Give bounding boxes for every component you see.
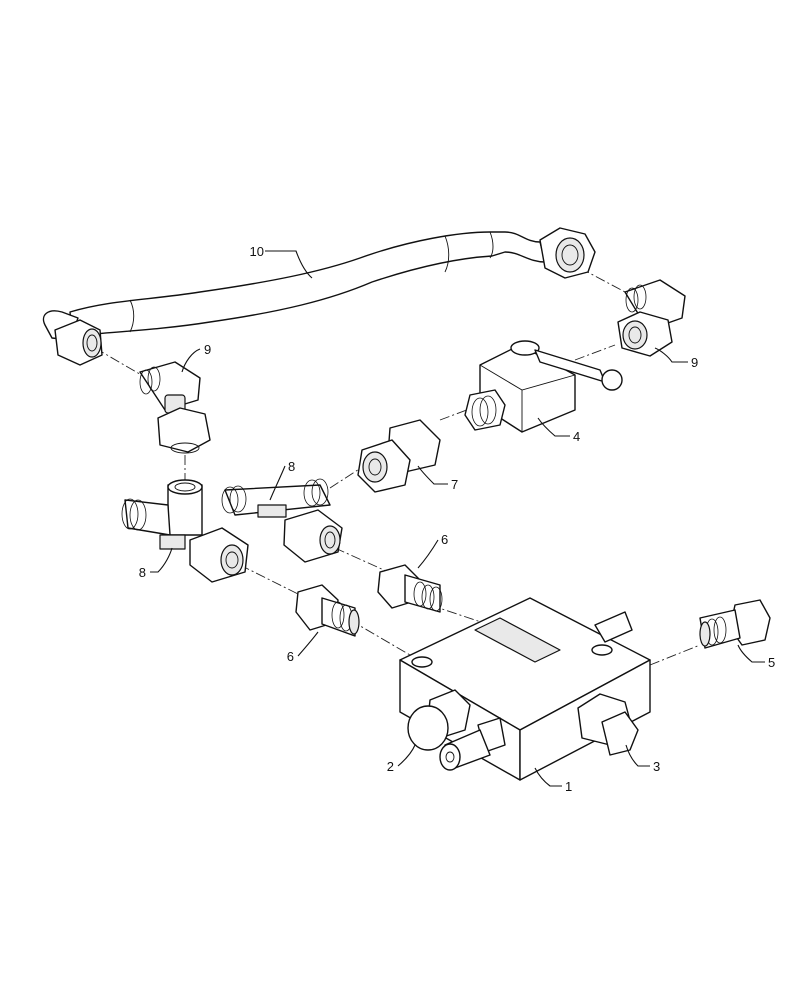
adapter-lower <box>295 584 360 637</box>
tee-fitting-center <box>221 478 343 563</box>
leader-lines <box>150 250 765 787</box>
elbow-fitting-left <box>139 361 211 454</box>
callout-2: 2 <box>387 759 394 774</box>
valve-block <box>399 597 651 781</box>
callout-labels: 10 9 9 4 7 8 8 6 6 5 2 3 1 <box>139 244 775 794</box>
callout-8-left: 8 <box>139 565 146 580</box>
callout-4: 4 <box>573 429 580 444</box>
ball-valve <box>464 340 623 433</box>
callout-5: 5 <box>768 655 775 670</box>
callout-1: 1 <box>565 779 572 794</box>
callout-9-left: 9 <box>204 342 211 357</box>
callout-3: 3 <box>653 759 660 774</box>
callout-6-lower: 6 <box>287 649 294 664</box>
adapter-right <box>699 599 771 649</box>
callout-10: 10 <box>250 244 264 259</box>
elbow-fitting-right <box>617 279 686 357</box>
callout-6-upper: 6 <box>441 532 448 547</box>
callout-9-right: 9 <box>691 355 698 370</box>
hose-assembly <box>42 227 596 366</box>
straight-connector <box>357 419 441 493</box>
adapter-upper <box>377 564 443 613</box>
callout-8-center: 8 <box>288 459 295 474</box>
tee-fitting-left <box>121 479 249 583</box>
callout-7: 7 <box>451 477 458 492</box>
